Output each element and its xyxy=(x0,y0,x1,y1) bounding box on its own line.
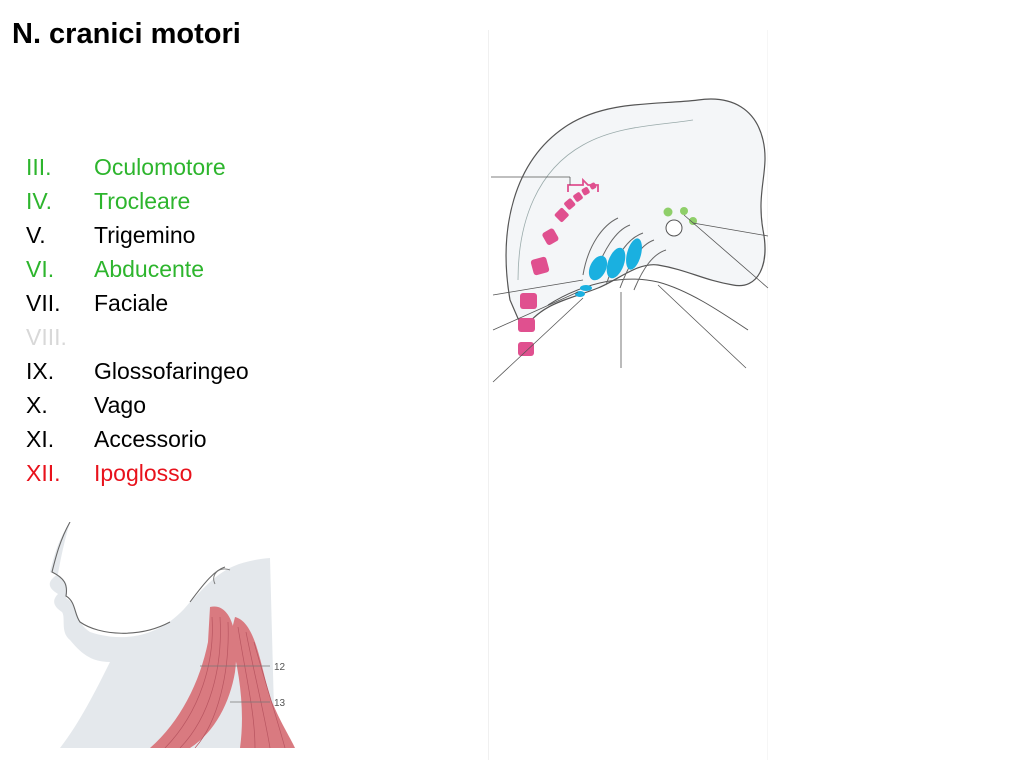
nerve-number: V. xyxy=(26,222,46,248)
nerve-row-ix: IX. Glossofaringeo xyxy=(26,354,249,388)
nerve-row-vii: VII. Faciale xyxy=(26,286,249,320)
nerve-row-vi: VI. Abducente xyxy=(26,252,249,286)
nerve-row-xi: XI. Accessorio xyxy=(26,422,249,456)
nerve-number: VIII. xyxy=(26,324,67,350)
embryo-inner-contour xyxy=(517,119,694,281)
nerve-row-viii: VIII. xyxy=(26,320,249,354)
ear-line xyxy=(213,568,231,585)
nerve-number: VI. xyxy=(26,256,55,282)
nerve-number: IV. xyxy=(26,188,53,214)
nerve-name: Trigemino xyxy=(94,222,196,248)
slide-title: N. cranici motori xyxy=(12,18,241,50)
nerve-name: Oculomotore xyxy=(94,154,226,180)
cyan-motor-nuclei xyxy=(575,238,642,297)
bracket-mark xyxy=(567,177,599,192)
nerve-name: Accessorio xyxy=(94,426,207,452)
nerve-name: Trocleare xyxy=(94,188,191,214)
muscle-fibers xyxy=(164,616,286,748)
embryo-figure-pane xyxy=(488,30,768,760)
nerve-number: VII. xyxy=(26,290,61,316)
neck-muscle-illustration: 12 13 xyxy=(49,522,295,748)
pink-motor-column xyxy=(518,182,597,356)
embryo-head-illustration xyxy=(491,98,769,383)
green-oculomotor-nuclei xyxy=(663,207,697,237)
nerve-row-iv: IV. Trocleare xyxy=(26,184,249,218)
nerve-name: Faciale xyxy=(94,290,169,316)
label-13: 13 xyxy=(274,698,286,709)
nerve-number: X. xyxy=(26,392,48,418)
nerve-name: Glossofaringeo xyxy=(94,358,249,384)
nerve-number: III. xyxy=(26,154,52,180)
profile-line xyxy=(51,522,171,634)
nerve-name: Abducente xyxy=(94,256,204,282)
leader-lines xyxy=(491,176,769,383)
label-12: 12 xyxy=(274,662,286,673)
nerve-number: XI. xyxy=(26,426,55,452)
nerve-number: XII. xyxy=(26,460,61,486)
embryo-head-outline xyxy=(505,98,766,332)
nerve-row-x: X. Vago xyxy=(26,388,249,422)
nerve-number: IX. xyxy=(26,358,55,384)
nerve-name: Ipoglosso xyxy=(94,460,193,486)
nerve-row-v: V. Trigemino xyxy=(26,218,249,252)
nerve-name: Vago xyxy=(94,392,147,418)
nerve-row-iii: III. Oculomotore xyxy=(26,150,249,184)
jaw-line xyxy=(189,566,226,603)
cranial-nerve-list: III. Oculomotore IV. Trocleare V. Trigem… xyxy=(26,150,249,490)
nerve-row-xii: XII. Ipoglosso xyxy=(26,456,249,490)
sternocleidomastoid-muscle xyxy=(150,606,295,748)
